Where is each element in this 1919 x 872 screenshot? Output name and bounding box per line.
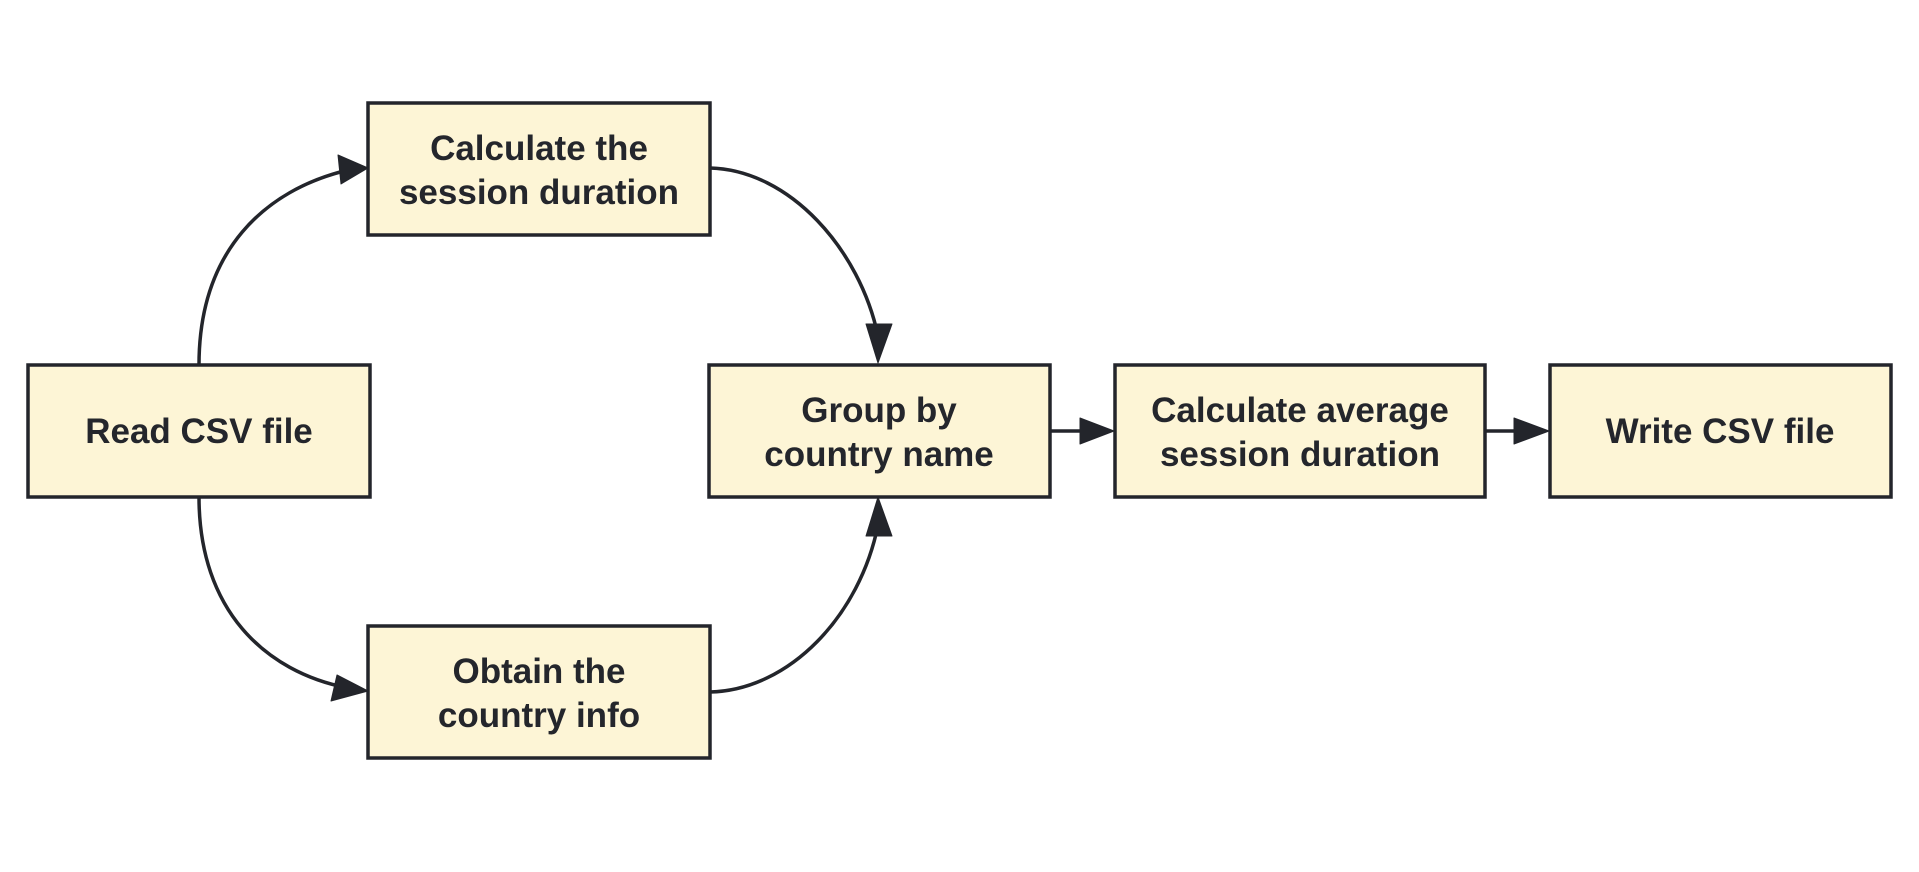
node-box [707, 363, 1052, 499]
edge-session-to-group [709, 166, 880, 337]
node-label: Read CSV file [85, 412, 313, 451]
node-box [366, 101, 712, 237]
edge-read-to-session [197, 168, 349, 366]
edges-layer [197, 154, 1550, 702]
node-label: Write CSV file [1606, 412, 1835, 451]
node-write-csv-file: Write CSV file [1548, 363, 1893, 499]
node-label: session duration [399, 173, 679, 212]
node-label: country name [764, 435, 994, 474]
edge-country-to-group [709, 524, 880, 694]
edge-read-to-country [197, 496, 349, 690]
node-box [26, 363, 372, 499]
node-label: session duration [1160, 435, 1440, 474]
node-label: Calculate average [1151, 391, 1449, 430]
node-label: Calculate the [430, 129, 648, 168]
arrowhead-country-to-group [865, 496, 893, 537]
node-box [1548, 363, 1893, 499]
node-group-by-country-name: Group by country name [707, 363, 1052, 499]
node-label: country info [438, 696, 640, 735]
node-box [1113, 363, 1487, 499]
arrowhead-group-to-average [1079, 417, 1115, 445]
arrowhead-read-to-session [337, 154, 369, 185]
node-calculate-average-session-duration: Calculate average session duration [1113, 363, 1487, 499]
node-calculate-session-duration: Calculate the session duration [366, 101, 712, 237]
arrowhead-read-to-country [330, 674, 369, 702]
node-box [366, 624, 712, 760]
arrowhead-session-to-group [865, 323, 893, 364]
arrowhead-average-to-write [1513, 417, 1550, 445]
node-label: Obtain the [452, 652, 625, 691]
node-read-csv-file: Read CSV file [26, 363, 372, 499]
node-label: Group by [801, 391, 957, 430]
node-obtain-country-info: Obtain the country info [366, 624, 712, 760]
nodes-layer: Read CSV file Calculate the session dura… [26, 101, 1893, 760]
